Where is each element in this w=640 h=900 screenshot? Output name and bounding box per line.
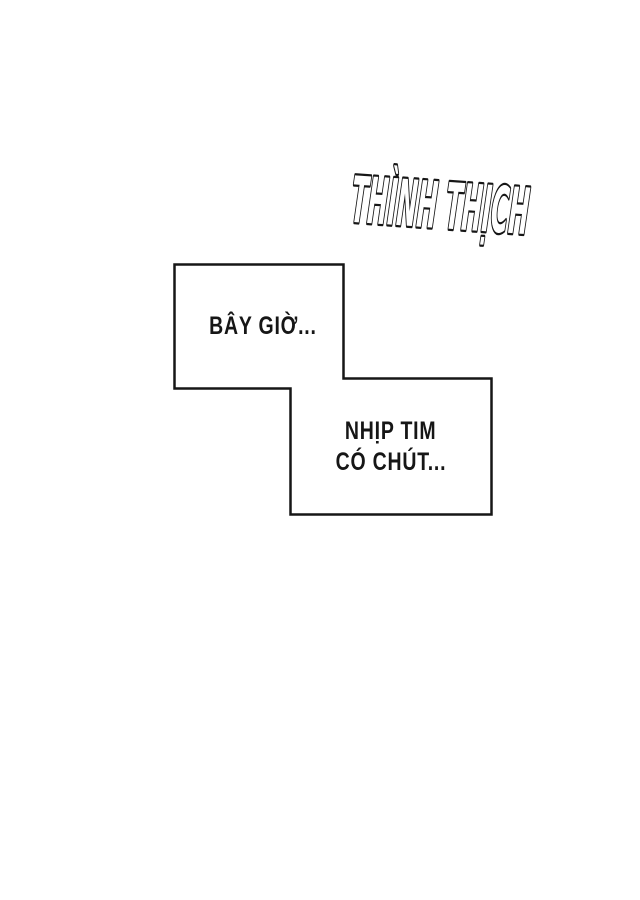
sfx-text: THÌNH THỊCH (349, 162, 532, 250)
caption-box-2: NHỊP TIM CÓ CHÚT... (290, 378, 492, 515)
sound-effect: THÌNH THỊCH (330, 156, 550, 266)
caption-box-1: BÂY GIỜ... (174, 264, 343, 388)
sound-effect-canvas: THÌNH THỊCH (347, 160, 534, 253)
caption-2-line-2: CÓ CHÚT... (335, 447, 447, 476)
caption-1-line-1: BÂY GIỜ... (208, 311, 317, 340)
caption-outline-path (173, 263, 493, 516)
caption-2-line-1: NHỊP TIM (345, 416, 437, 445)
